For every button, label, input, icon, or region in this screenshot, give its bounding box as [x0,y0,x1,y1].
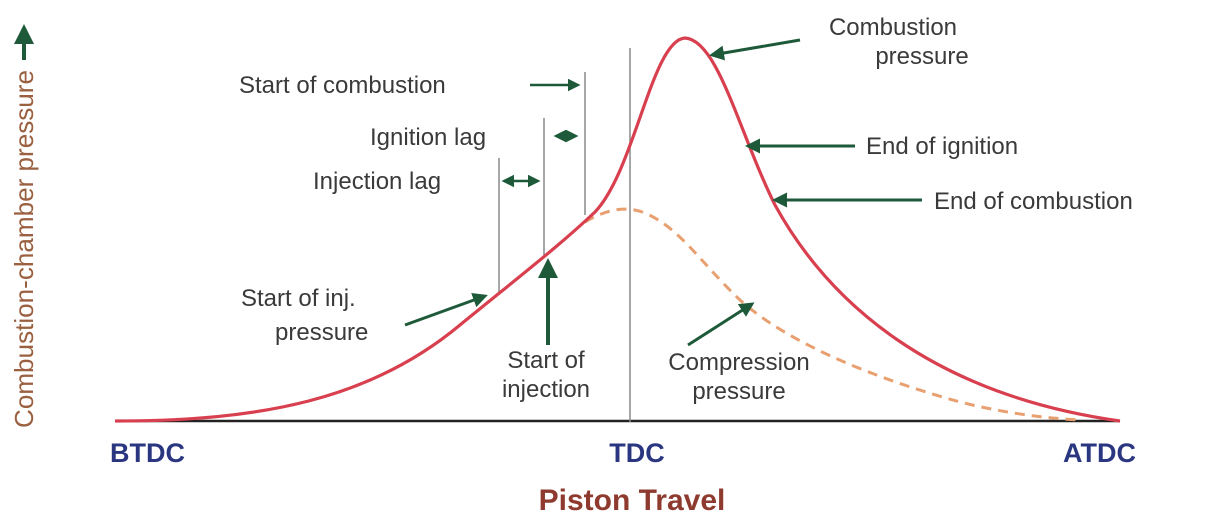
btdc-label: BTDC [110,438,185,468]
start-of-injection-label-2: injection [502,376,590,403]
compression-pressure-curve [584,207,1081,422]
combustion-pressure-curve [114,36,1121,423]
compression-pressure-arrow [687,302,755,347]
start-of-inj-pressure-arrow [404,293,488,327]
start-of-inj-pressure-label-1: Start of inj. [241,285,356,312]
atdc-label: ATDC [1063,438,1136,468]
x-axis-title: Piston Travel [539,484,726,517]
combustion-pressure-label-2: pressure [875,43,968,70]
combustion-pressure-arrow [709,38,801,61]
ignition-lag-label: Ignition lag [370,124,486,151]
end-of-combustion-label: End of combustion [934,188,1133,215]
end-of-ignition-label: End of ignition [866,133,1018,160]
y-axis-title: Combustion-chamber pressure [9,70,39,428]
tdc-label: TDC [609,438,665,468]
start-of-injection-label-1: Start of [507,347,585,374]
combustion-pressure-label-1: Combustion [829,14,957,41]
compression-pressure-label-2: pressure [692,378,785,405]
compression-pressure-label-1: Compression [668,349,809,376]
start-of-inj-pressure-label-2: pressure [275,319,368,346]
y-axis-title-group: Combustion-chamber pressure [9,24,39,428]
start-of-combustion-label: Start of combustion [239,72,446,99]
injection-lag-label: Injection lag [313,168,441,195]
